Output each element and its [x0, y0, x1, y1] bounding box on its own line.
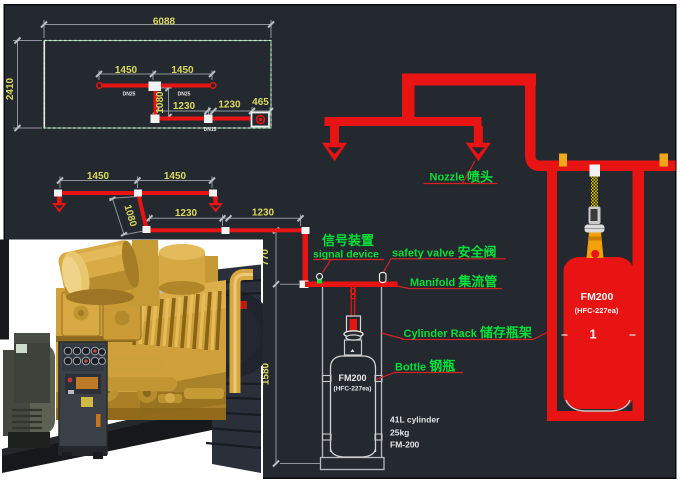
svg-text:1450: 1450 — [115, 65, 138, 76]
svg-text:Bottle 钢瓶: Bottle 钢瓶 — [395, 359, 455, 374]
svg-text:6088: 6088 — [153, 17, 176, 28]
svg-text:1080: 1080 — [155, 91, 166, 114]
svg-text:1230: 1230 — [173, 101, 196, 112]
svg-text:25kg: 25kg — [390, 428, 409, 438]
svg-text:(HFC-227ea): (HFC-227ea) — [575, 306, 619, 315]
svg-text:1450: 1450 — [164, 171, 187, 182]
svg-text:信号装置: 信号装置 — [322, 233, 374, 248]
svg-text:喷头: 喷头 — [467, 170, 493, 185]
svg-text:safety valve 安全阀: safety valve 安全阀 — [392, 245, 496, 260]
svg-text:770: 770 — [260, 249, 271, 266]
svg-text:(HFC-227ea): (HFC-227ea) — [334, 386, 372, 393]
svg-text:2410: 2410 — [5, 77, 16, 100]
svg-text:Manifold 集流管: Manifold 集流管 — [410, 274, 497, 289]
svg-text:FM200: FM200 — [338, 373, 366, 383]
svg-text:1580: 1580 — [260, 362, 271, 385]
svg-text:DN15: DN15 — [204, 127, 217, 133]
svg-text:1: 1 — [589, 327, 596, 342]
svg-text:FM200: FM200 — [581, 291, 614, 303]
svg-text:1230: 1230 — [175, 208, 198, 219]
svg-text:1230: 1230 — [252, 208, 275, 219]
svg-text:1450: 1450 — [171, 65, 194, 76]
svg-text:DN25: DN25 — [178, 92, 191, 98]
svg-text:signal device: signal device — [313, 249, 379, 261]
svg-text:465: 465 — [252, 97, 269, 108]
svg-text:1230: 1230 — [218, 100, 241, 111]
svg-text:Cylinder Rack 储存瓶架: Cylinder Rack 储存瓶架 — [404, 325, 532, 340]
svg-text:41L cylinder: 41L cylinder — [390, 415, 440, 425]
svg-text:Nozzle: Nozzle — [430, 172, 465, 184]
svg-text:1450: 1450 — [87, 171, 110, 182]
svg-text:DN25: DN25 — [123, 92, 136, 98]
svg-text:FM-200: FM-200 — [390, 440, 420, 450]
